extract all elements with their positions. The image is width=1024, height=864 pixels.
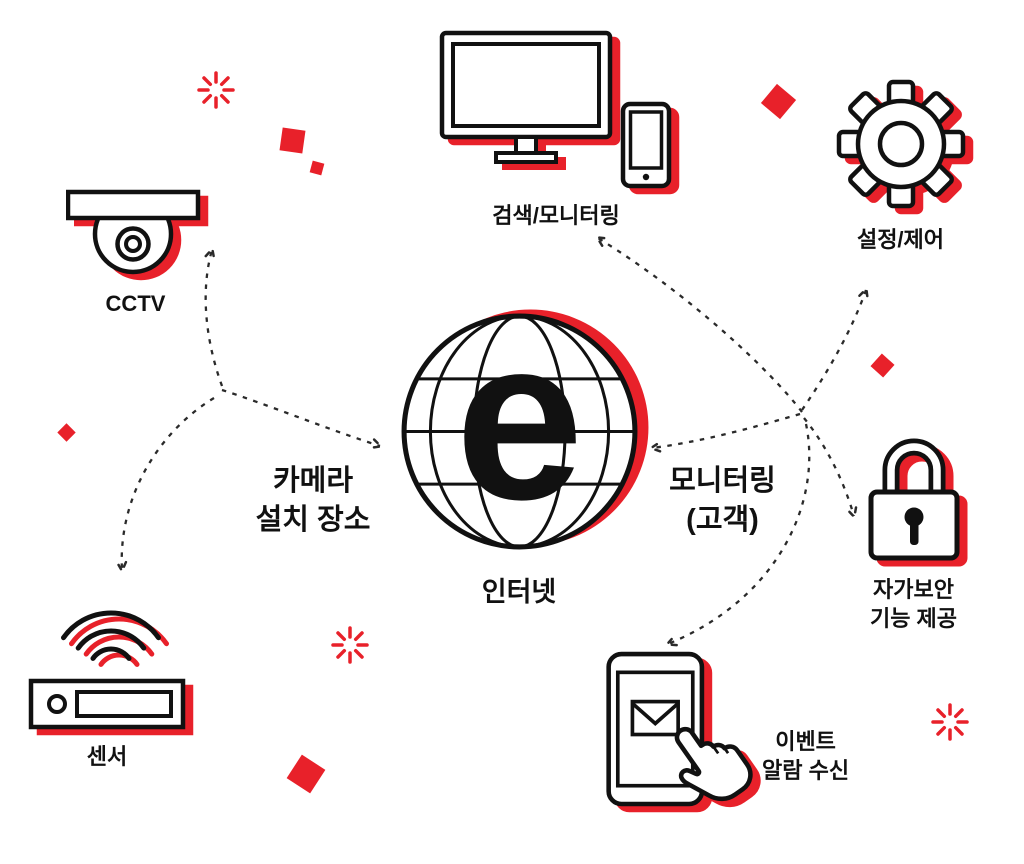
sparkle-icon: [197, 71, 235, 109]
node-sensor: 센서: [22, 585, 192, 772]
camera-location-text: 카메라 설치 장소: [255, 465, 371, 537]
event-alarm-label: 이벤트 알람 수신: [762, 729, 850, 783]
node-cctv: CCTV: [58, 188, 213, 319]
globe-letter: e: [455, 310, 583, 547]
globe-icon: e: [401, 310, 637, 550]
cctv-camera-icon: [65, 189, 200, 275]
envelope-icon: [630, 699, 680, 737]
arrow-to-internet-left: [221, 388, 380, 446]
search-monitoring-label: 검색/모니터링: [492, 203, 620, 228]
square-decoration: [309, 160, 325, 176]
diamond-decoration: [286, 754, 326, 794]
alert-phone-icon: [606, 651, 753, 807]
diamond-decoration: [57, 423, 76, 442]
diamond-decoration: [760, 83, 797, 120]
cctv-label: CCTV: [105, 291, 166, 316]
internet-label: 인터넷: [481, 577, 557, 607]
square-decoration: [279, 127, 306, 154]
wifi-waves-icon: [60, 610, 161, 661]
pointing-hand-icon: [674, 726, 753, 802]
lock-icon: [868, 438, 959, 561]
monitoring-customer-text: 모니터링 (고객): [669, 465, 776, 537]
diamond-decoration: [870, 353, 895, 378]
node-internet: e 인터넷: [394, 310, 644, 610]
arrow-to-security: [803, 417, 854, 516]
node-settings-control: 설정/제어: [828, 78, 973, 255]
sparkle-icon: [931, 703, 969, 741]
self-security-label: 자가보안 기능 제공: [869, 577, 958, 631]
gear-icon: [836, 79, 965, 209]
arrow-to-sensor: [122, 397, 215, 570]
node-self-security: 자가보안 기능 제공: [856, 420, 971, 633]
sparkle-icon: [331, 626, 369, 664]
node-search-monitoring: 검색/모니터링: [436, 30, 676, 231]
sensor-label: 센서: [86, 744, 128, 769]
arrow-to-settings: [801, 290, 866, 411]
monitor-and-phone-icon: [439, 30, 671, 189]
settings-control-label: 설정/제어: [856, 227, 945, 252]
node-event-alarm: 이벤트 알람 수신: [605, 642, 865, 838]
sensor-icon: [28, 610, 185, 730]
arrow-to-internet-right: [652, 412, 801, 448]
